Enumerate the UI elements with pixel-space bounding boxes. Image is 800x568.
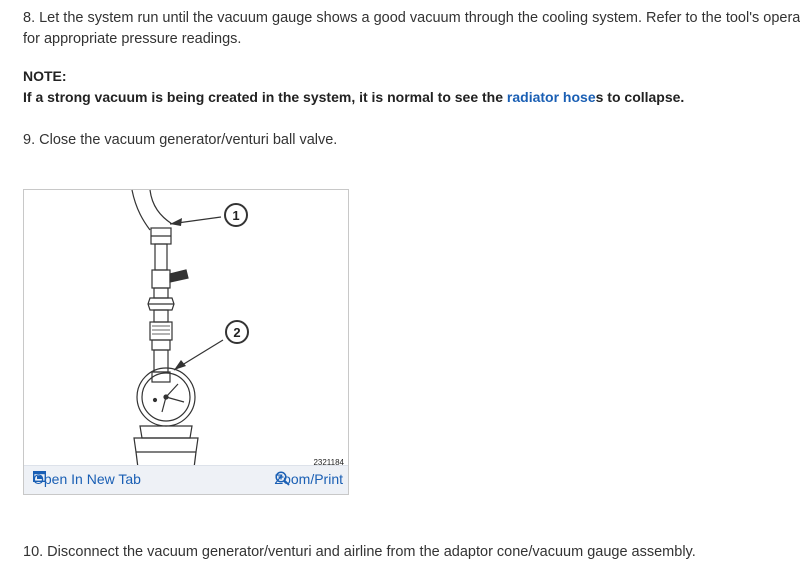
open-in-new-tab-link[interactable]: Open In New Tab — [32, 470, 141, 487]
step-10-text: 10. Disconnect the vacuum generator/vent… — [23, 544, 696, 560]
open-in-new-tab-label: Open In New Tab — [33, 471, 141, 487]
step-8-line-2: for appropriate pressure readings. — [23, 31, 242, 47]
figure-footer: Open In New Tab Zoom/Print — [24, 465, 348, 494]
note-label: NOTE: — [23, 68, 67, 84]
zoom-print-link[interactable]: Zoom/Print — [275, 471, 343, 487]
open-tab-icon — [32, 470, 47, 483]
note-text-after: s to collapse. — [595, 89, 685, 105]
radiator-hose-link[interactable]: radiator hose — [506, 89, 596, 105]
note-text: If a strong vacuum is being created in t… — [23, 89, 684, 105]
figure-container: 1 2 2321184 Open In New Tab Zoom/Print — [23, 189, 349, 495]
magnifier-plus-icon — [274, 471, 290, 486]
note-text-before: If a strong vacuum is being created in t… — [23, 89, 507, 105]
figure-id-number: 2321184 — [313, 458, 344, 467]
zoom-print-label: Zoom/Print — [274, 471, 343, 487]
callout-1: 1 — [232, 208, 239, 223]
vacuum-gauge-illustration[interactable]: 1 2 — [24, 189, 350, 469]
step-9-text: 9. Close the vacuum generator/venturi ba… — [23, 132, 338, 148]
step-8-line-1: 8. Let the system run until the vacuum g… — [23, 10, 800, 26]
step-8-text: 8. Let the system run until the vacuum g… — [23, 8, 800, 50]
callout-2: 2 — [233, 325, 240, 340]
